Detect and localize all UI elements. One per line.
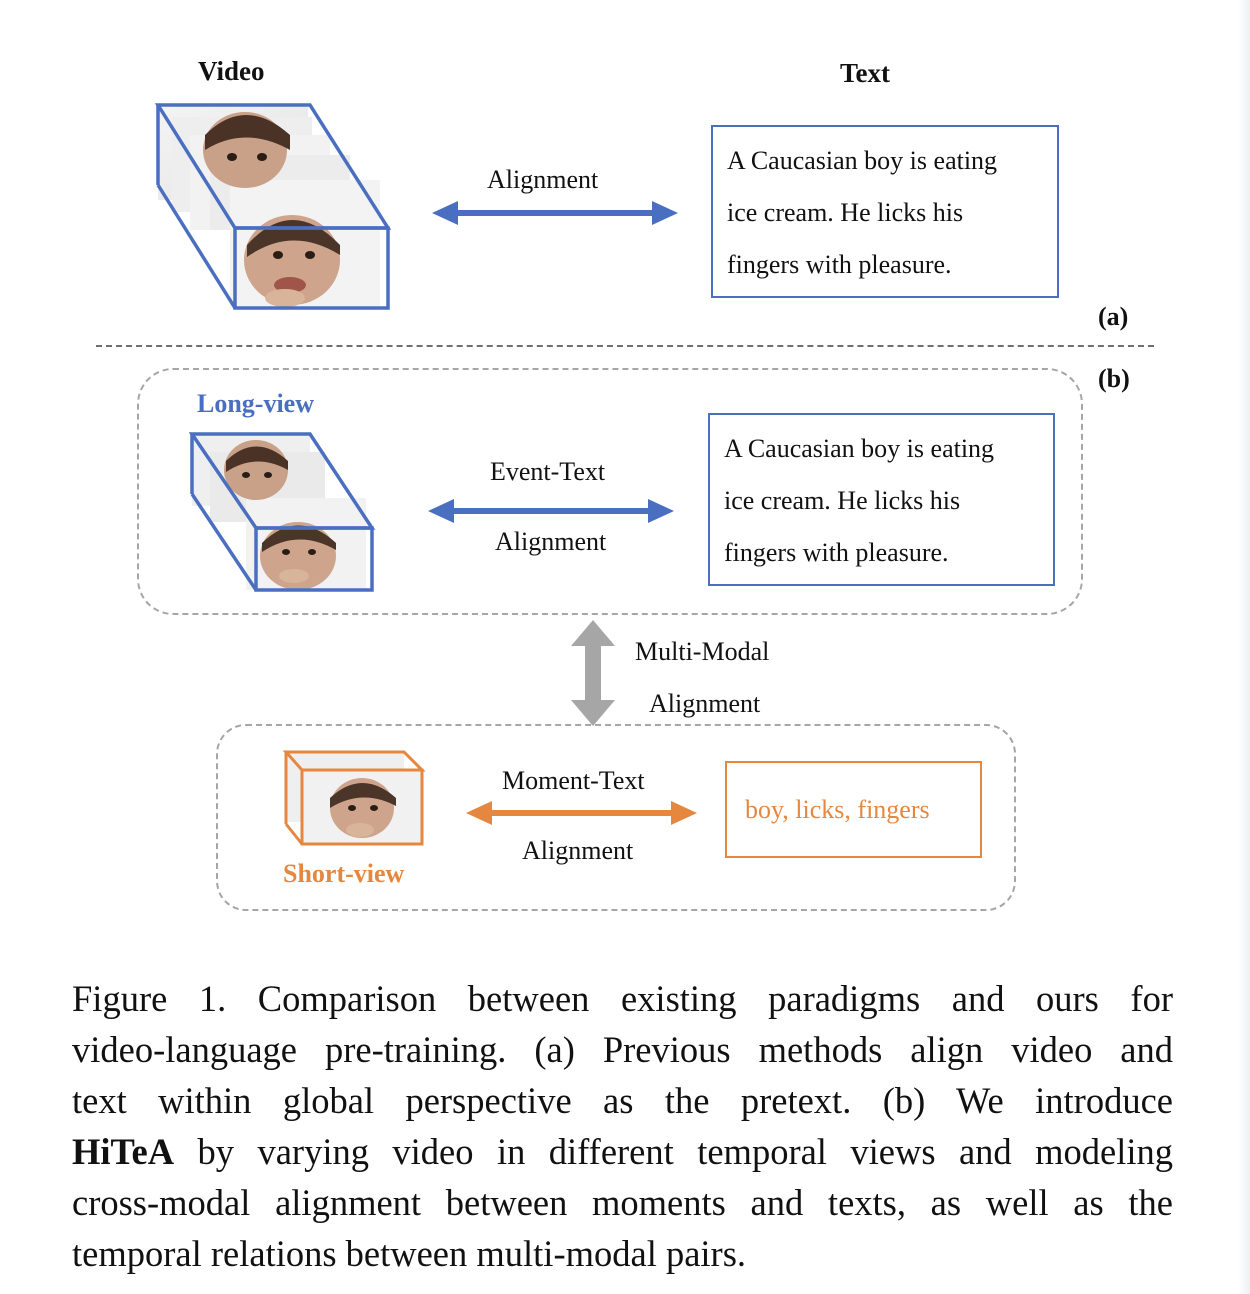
panel-a-tag: (a) [1098, 302, 1129, 331]
text-line: A Caucasian boy is eating [724, 434, 995, 463]
figure-caption: Figure 1. Comparison between existing pa… [72, 973, 1173, 1279]
caption-line: temporal relations between multi-modal p… [72, 1233, 747, 1274]
text-line: fingers with pleasure. [724, 538, 949, 567]
video-clip-stack-icon [154, 103, 392, 310]
multimodal-alignment-label: Alignment [649, 689, 761, 718]
long-view-group [137, 368, 1083, 615]
caption-line: HiTeA by varying video in different temp… [72, 1126, 1173, 1177]
text-header: Text [840, 58, 891, 88]
caption-line-rest: by varying video in different temporal v… [174, 1131, 1173, 1172]
long-view-label: Long-view [197, 389, 314, 418]
caption-line: text within global perspective as the pr… [72, 1080, 1173, 1121]
model-name: HiTeA [72, 1131, 175, 1172]
panel-separator [96, 345, 1154, 347]
caption-line: cross-modal alignment between moments an… [72, 1182, 1173, 1223]
caption-line: video-language pre-training. (a) Previou… [72, 1029, 1173, 1070]
text-line: ice cream. He licks his [727, 198, 964, 227]
caption-text-box: A Caucasian boy is eating ice cream. He … [708, 413, 1055, 586]
caption-text-box: A Caucasian boy is eating ice cream. He … [711, 125, 1059, 298]
multimodal-label: Multi-Modal [635, 637, 770, 666]
double-arrow-icon [428, 499, 674, 523]
event-alignment-label: Alignment [495, 527, 607, 556]
moment-alignment-label: Alignment [522, 836, 634, 865]
page-edge-shadow [1238, 0, 1250, 1294]
keywords-box: boy, licks, fingers [725, 761, 982, 858]
text-line: fingers with pleasure. [727, 250, 952, 279]
double-arrow-icon [466, 801, 697, 825]
caption-line: Figure 1. Comparison between existing pa… [72, 978, 1173, 1019]
video-clip-stack-icon [282, 750, 426, 846]
vertical-double-arrow-icon [571, 620, 615, 726]
short-view-group [216, 724, 1016, 911]
short-view-label: Short-view [283, 859, 405, 888]
text-line: A Caucasian boy is eating [727, 146, 998, 175]
video-header: Video [198, 56, 265, 86]
alignment-label: Alignment [487, 165, 599, 194]
double-arrow-icon [432, 201, 678, 225]
moment-text-label: Moment-Text [502, 766, 645, 795]
video-clip-stack-icon [188, 432, 376, 592]
text-line: ice cream. He licks his [724, 486, 961, 515]
event-text-label: Event-Text [490, 457, 606, 486]
panel-b-tag: (b) [1098, 364, 1130, 393]
